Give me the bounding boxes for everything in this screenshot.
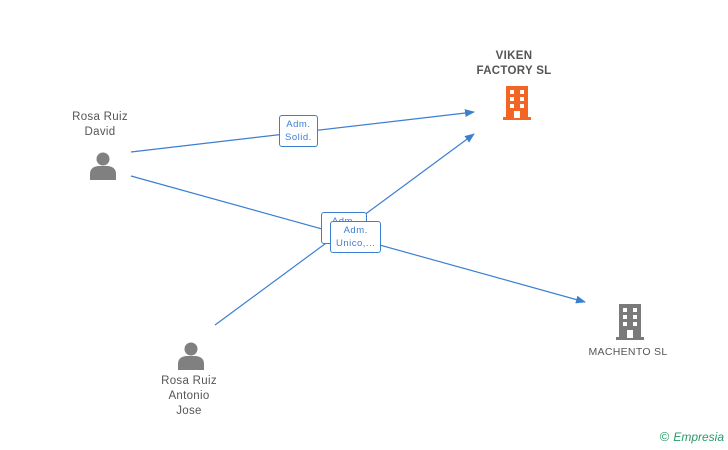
edge-label-adm-unico[interactable]: Adm. Unico,...	[330, 221, 382, 253]
copyright-icon: ©	[659, 429, 670, 444]
person-icon[interactable]	[88, 150, 118, 180]
company-label-viken: VIKEN FACTORY SL	[476, 50, 552, 77]
company-label-machento: MACHENTO SL	[588, 346, 668, 358]
building-icon[interactable]	[501, 86, 533, 120]
edge-label-adm-solid[interactable]: Adm. Solid.	[279, 115, 318, 147]
brand-logo: Empresia	[673, 429, 724, 444]
person-label-david: Rosa Ruiz David	[72, 111, 128, 138]
building-icon[interactable]	[614, 304, 646, 340]
person-icon[interactable]	[176, 340, 206, 370]
person-label-antonio: Rosa Ruiz Antonio Jose	[161, 375, 217, 417]
watermark: © Empresia	[660, 429, 724, 444]
